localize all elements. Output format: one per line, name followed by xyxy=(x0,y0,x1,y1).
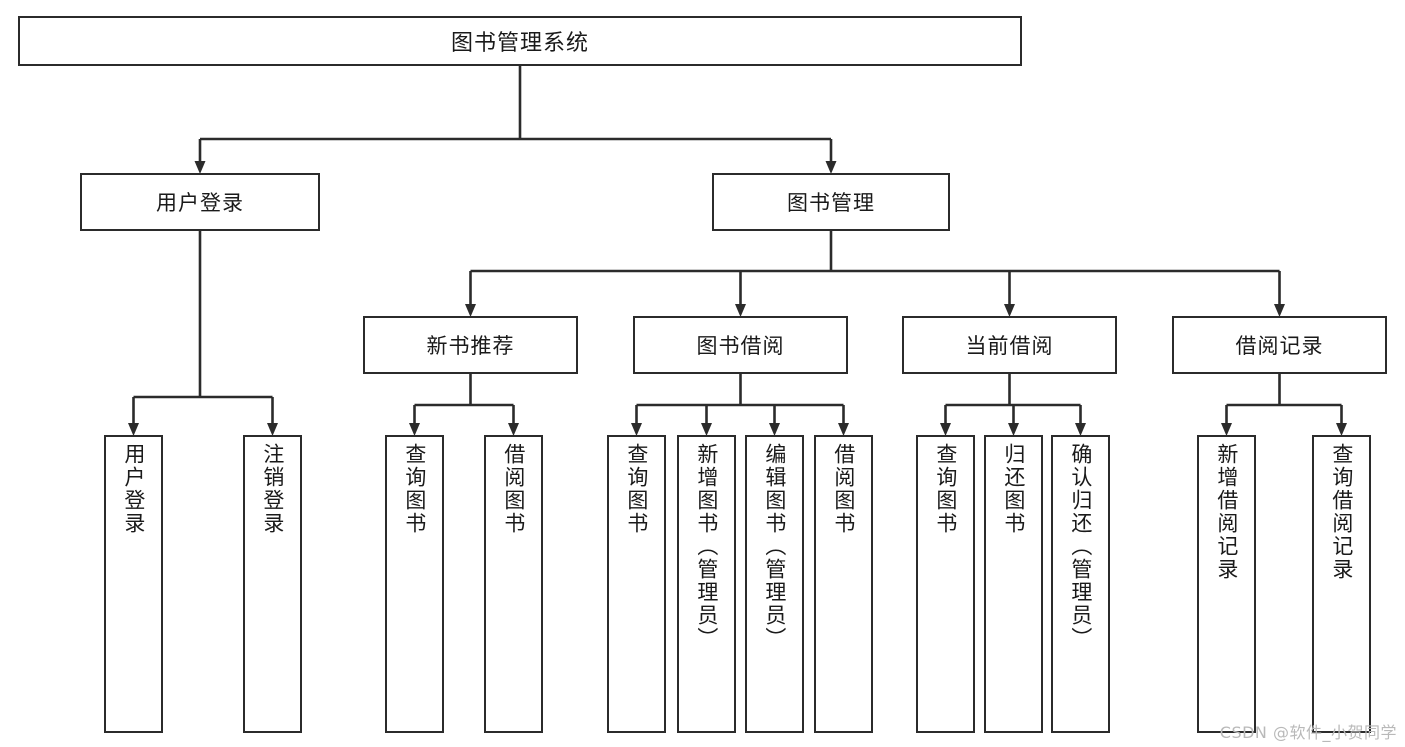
node-leaf-query-book-1: 查询图书 xyxy=(385,435,444,733)
node-label: 新书推荐 xyxy=(426,334,515,358)
node-book-manage: 图书管理 xyxy=(712,173,950,231)
node-label: 查询图书 xyxy=(624,443,649,535)
node-leaf-borrow-book-1: 借阅图书 xyxy=(484,435,543,733)
node-label: 归还图书 xyxy=(1001,443,1026,535)
node-label: 图书管理 xyxy=(787,191,875,215)
node-label: 查询借阅记录 xyxy=(1329,443,1354,581)
node-leaf-add-record: 新增借阅记录 xyxy=(1197,435,1256,733)
node-leaf-confirm-return: 确认归还（管理员） xyxy=(1051,435,1110,733)
node-leaf-logout: 注销登录 xyxy=(243,435,302,733)
node-leaf-query-record: 查询借阅记录 xyxy=(1312,435,1371,733)
node-leaf-query-book-3: 查询图书 xyxy=(916,435,975,733)
node-leaf-edit-book: 编辑图书（管理员） xyxy=(745,435,804,733)
node-leaf-return-book: 归还图书 xyxy=(984,435,1043,733)
node-leaf-add-book: 新增图书（管理员） xyxy=(677,435,736,733)
node-leaf-user-login: 用户登录 xyxy=(104,435,163,733)
node-label: 图书管理系统 xyxy=(450,31,589,56)
node-book-borrow: 图书借阅 xyxy=(633,316,848,374)
node-leaf-borrow-book-2: 借阅图书 xyxy=(814,435,873,733)
node-label: 图书借阅 xyxy=(696,334,785,358)
node-user-login: 用户登录 xyxy=(80,173,320,231)
node-label: 新增图书（管理员） xyxy=(694,443,719,650)
node-label: 用户登录 xyxy=(156,191,244,215)
node-new-book-rec: 新书推荐 xyxy=(363,316,578,374)
node-label: 借阅记录 xyxy=(1235,334,1324,358)
node-label: 注销登录 xyxy=(260,443,285,535)
node-label: 查询图书 xyxy=(933,443,958,535)
node-label: 用户登录 xyxy=(121,443,146,535)
node-label: 借阅图书 xyxy=(831,443,856,535)
node-root: 图书管理系统 xyxy=(18,16,1022,66)
node-current-borrow: 当前借阅 xyxy=(902,316,1117,374)
node-label: 新增借阅记录 xyxy=(1214,443,1239,581)
node-borrow-record: 借阅记录 xyxy=(1172,316,1387,374)
node-label: 借阅图书 xyxy=(501,443,526,535)
watermark: CSDN @软件_小贺同学 xyxy=(1219,723,1397,742)
node-leaf-query-book-2: 查询图书 xyxy=(607,435,666,733)
node-label: 编辑图书（管理员） xyxy=(762,443,787,650)
node-label: 确认归还（管理员） xyxy=(1068,443,1093,650)
node-label: 当前借阅 xyxy=(965,334,1054,358)
node-label: 查询图书 xyxy=(402,443,427,535)
